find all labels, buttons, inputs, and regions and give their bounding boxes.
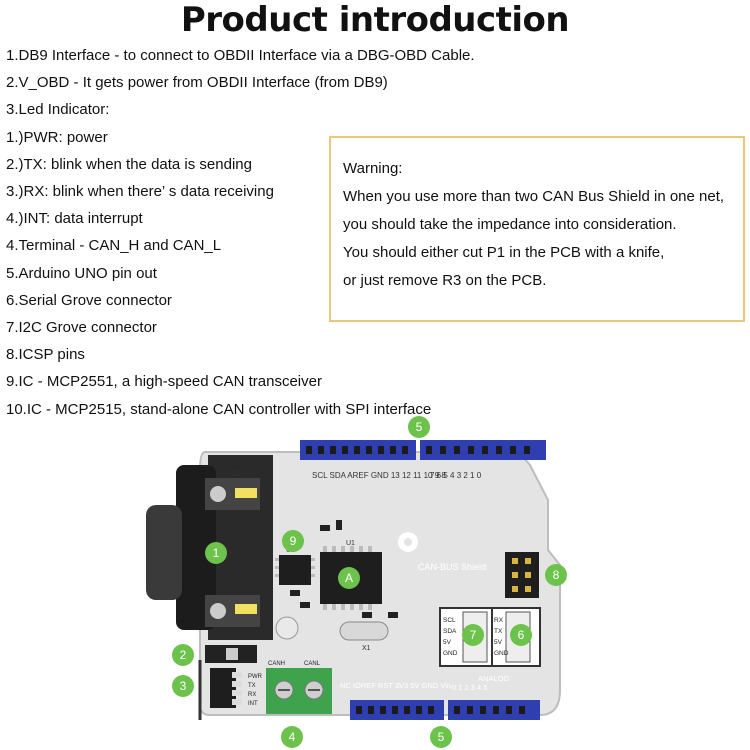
top-header-left	[300, 440, 416, 460]
list-item: 4.)INT: data interrupt	[6, 210, 143, 228]
marker-3: 3	[172, 675, 194, 697]
board-silk-title: CAN-BUS Shield	[418, 562, 486, 572]
uart-pin-label: 5V	[494, 639, 503, 646]
warning-heading: Warning:	[343, 160, 403, 177]
marker-8: 8	[545, 564, 567, 586]
terminal-label-canl: CANL	[304, 661, 321, 667]
uart-pin-label: TX	[494, 628, 503, 635]
marker-9: 9	[282, 530, 304, 552]
top-header-right	[420, 440, 546, 460]
icsp-header	[505, 552, 539, 598]
led-label-pwr: PWR	[248, 674, 263, 680]
warning-box: Warning: When you use more than two CAN …	[329, 136, 745, 322]
list-item: 4.Terminal - CAN_H and CAN_L	[6, 237, 222, 255]
i2c-pin-label: SDA	[443, 628, 457, 635]
terminal-label-canh: CANH	[268, 661, 285, 667]
led-indicators	[210, 668, 242, 708]
db9-connector	[146, 455, 273, 640]
marker-6: 6	[510, 624, 532, 646]
warning-line: You should either cut P1 in the PCB with…	[343, 244, 665, 261]
i2c-pin-label: SCL	[443, 617, 456, 624]
feature-list: 1.DB9 Interface - to connect to OBDII In…	[6, 42, 475, 423]
marker-5-top: 5	[408, 416, 430, 438]
list-item: 2.V_OBD - It gets power from OBDII Inter…	[6, 74, 388, 92]
marker-5-bottom: 5	[430, 726, 452, 748]
list-item: 3.)RX: blink when there’ s data receivin…	[6, 183, 274, 201]
marker-1: 1	[205, 542, 227, 564]
can-terminal-block	[266, 668, 332, 714]
list-item: 10.IC - MCP2515, stand-alone CAN control…	[6, 400, 432, 418]
uart-pin-label: RX	[494, 617, 504, 624]
list-item: 3.Led Indicator:	[6, 101, 110, 119]
mcp2551-chip	[275, 555, 315, 585]
i2c-pin-label: GND	[443, 650, 458, 657]
analog-label: ANALOG	[478, 674, 509, 683]
top-pin-labels-right: 7 6 5 4 3 2 1 0	[430, 471, 482, 480]
uart-pin-label: GND	[494, 650, 509, 657]
list-item: 6.Serial Grove connector	[6, 291, 172, 309]
crystal-oscillator	[339, 621, 389, 641]
marker-7: 7	[462, 624, 484, 646]
x1-label: X1	[362, 645, 371, 652]
bottom-header-power	[350, 700, 444, 720]
top-pin-labels: SCL SDA AREF GND 13 12 11 10 9 8	[312, 471, 446, 480]
list-item: 2.)TX: blink when the data is sending	[6, 155, 252, 173]
led-label-int: INT	[248, 701, 258, 707]
gear-logo-icon	[398, 532, 418, 552]
list-item: 9.IC - MCP2551, a high-speed CAN transce…	[6, 373, 322, 391]
marker-4: 4	[281, 726, 303, 748]
led-label-tx: TX	[248, 683, 256, 689]
list-item: 1.)PWR: power	[6, 128, 108, 146]
v-obd-jumper-cap	[226, 648, 238, 660]
list-item: 1.DB9 Interface - to connect to OBDII In…	[6, 47, 475, 64]
bottom-header-analog	[448, 700, 540, 720]
warning-line: When you use more than two CAN Bus Shiel…	[343, 188, 725, 205]
bottom-power-labels: NC IOREF RST 3V3 5V GND Vin	[340, 681, 451, 690]
capacitor	[275, 616, 299, 640]
list-item: 5.Arduino UNO pin out	[6, 264, 157, 282]
list-item: 8.ICSP pins	[6, 346, 85, 364]
smd-components	[290, 520, 398, 618]
u1-label: U1	[346, 540, 355, 547]
i2c-pin-label: 5V	[443, 639, 452, 646]
page-title: Product introduction	[180, 0, 570, 40]
marker-a: A	[338, 567, 360, 589]
led-label-rx: RX	[248, 692, 256, 698]
bottom-analog-labels: 0 1 2 3 4 5	[452, 683, 487, 692]
list-item: 7.I2C Grove connector	[6, 319, 157, 337]
j1-label: J1	[232, 469, 241, 478]
warning-line: you should take the impedance into consi…	[343, 216, 677, 233]
warning-line: or just remove R3 on the PCB.	[343, 272, 547, 289]
marker-2: 2	[172, 644, 194, 666]
